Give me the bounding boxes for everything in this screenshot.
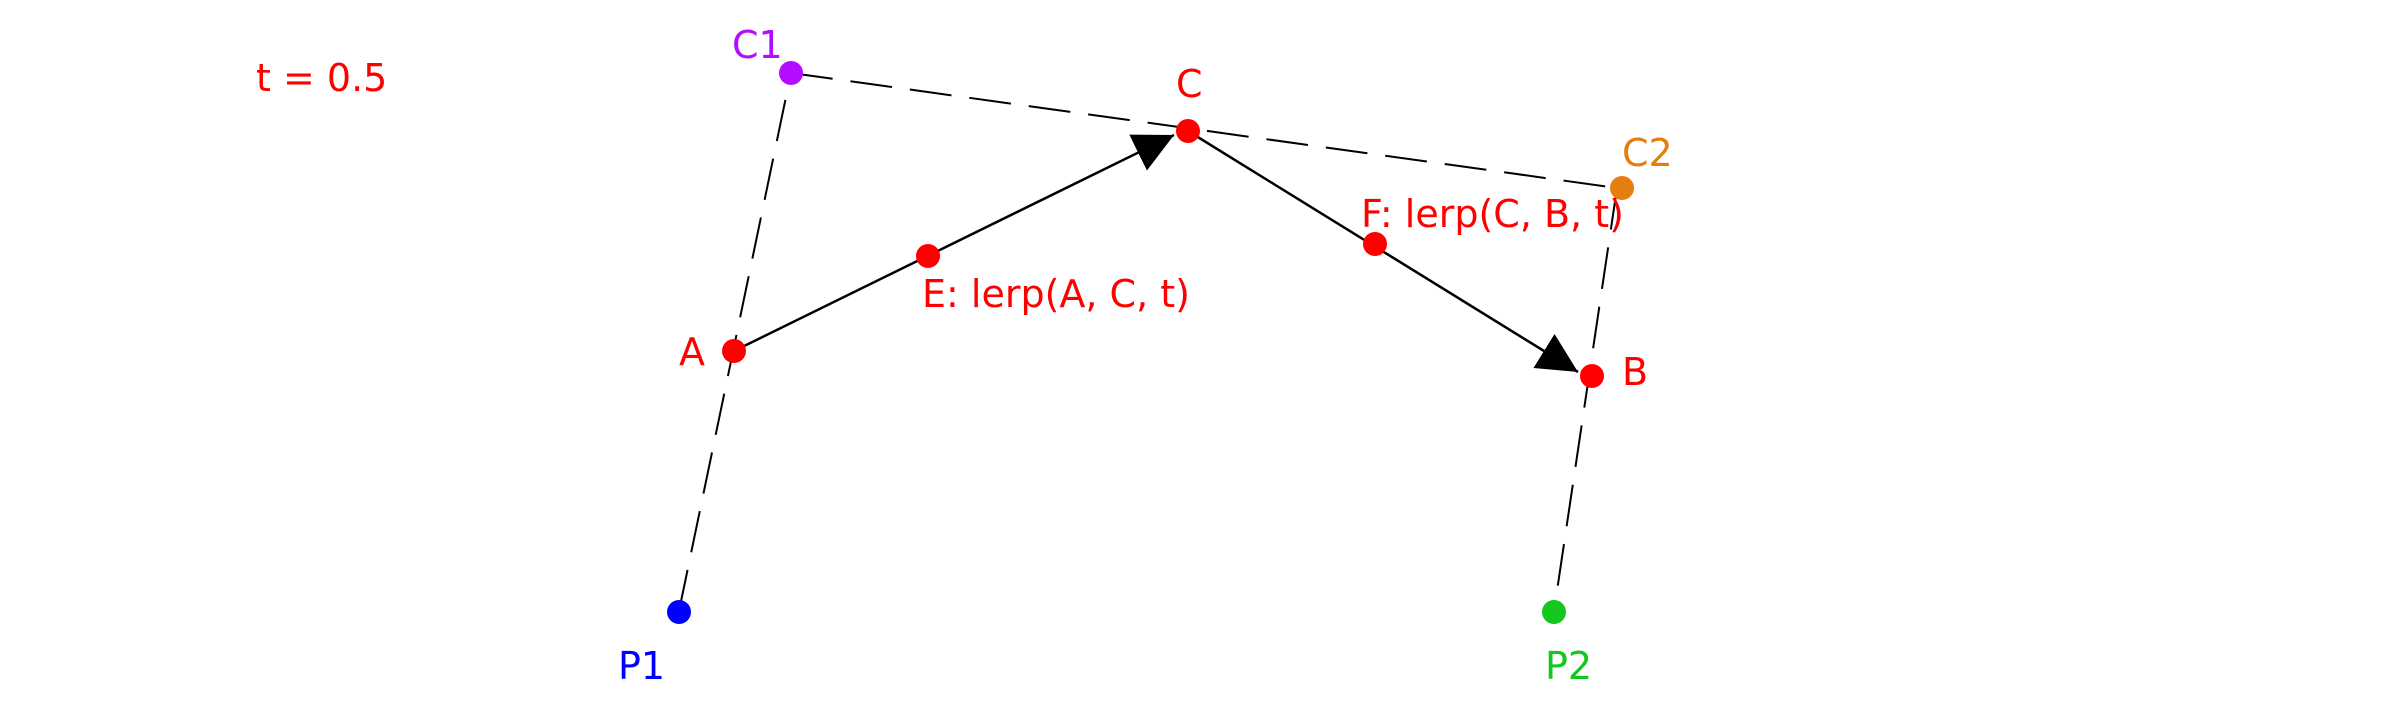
point-f [1363, 232, 1387, 256]
label-p1: P1 [618, 644, 665, 688]
label-b: B [1622, 350, 1648, 394]
solid-segment-a-c [733, 133, 1175, 353]
dashed-segment-c1-c2 [790, 72, 1618, 189]
label-e: E: lerp(A, C, t) [922, 272, 1190, 316]
parameter-label: t = 0.5 [256, 56, 387, 100]
label-c2: C2 [1622, 131, 1673, 175]
point-c [1176, 119, 1200, 143]
label-f: F: lerp(C, B, t) [1361, 192, 1624, 236]
point-a [722, 339, 746, 363]
point-b [1580, 364, 1604, 388]
point-p2 [1542, 600, 1566, 624]
point-e [916, 244, 940, 268]
point-c1 [779, 61, 803, 85]
label-c: C [1176, 62, 1203, 106]
label-p2: P2 [1545, 644, 1592, 688]
point-p1 [667, 600, 691, 624]
label-c1: C1 [732, 23, 783, 67]
dashed-segment-c2-p2 [1553, 187, 1618, 612]
label-a: A [679, 330, 705, 374]
point-c2 [1610, 176, 1634, 200]
